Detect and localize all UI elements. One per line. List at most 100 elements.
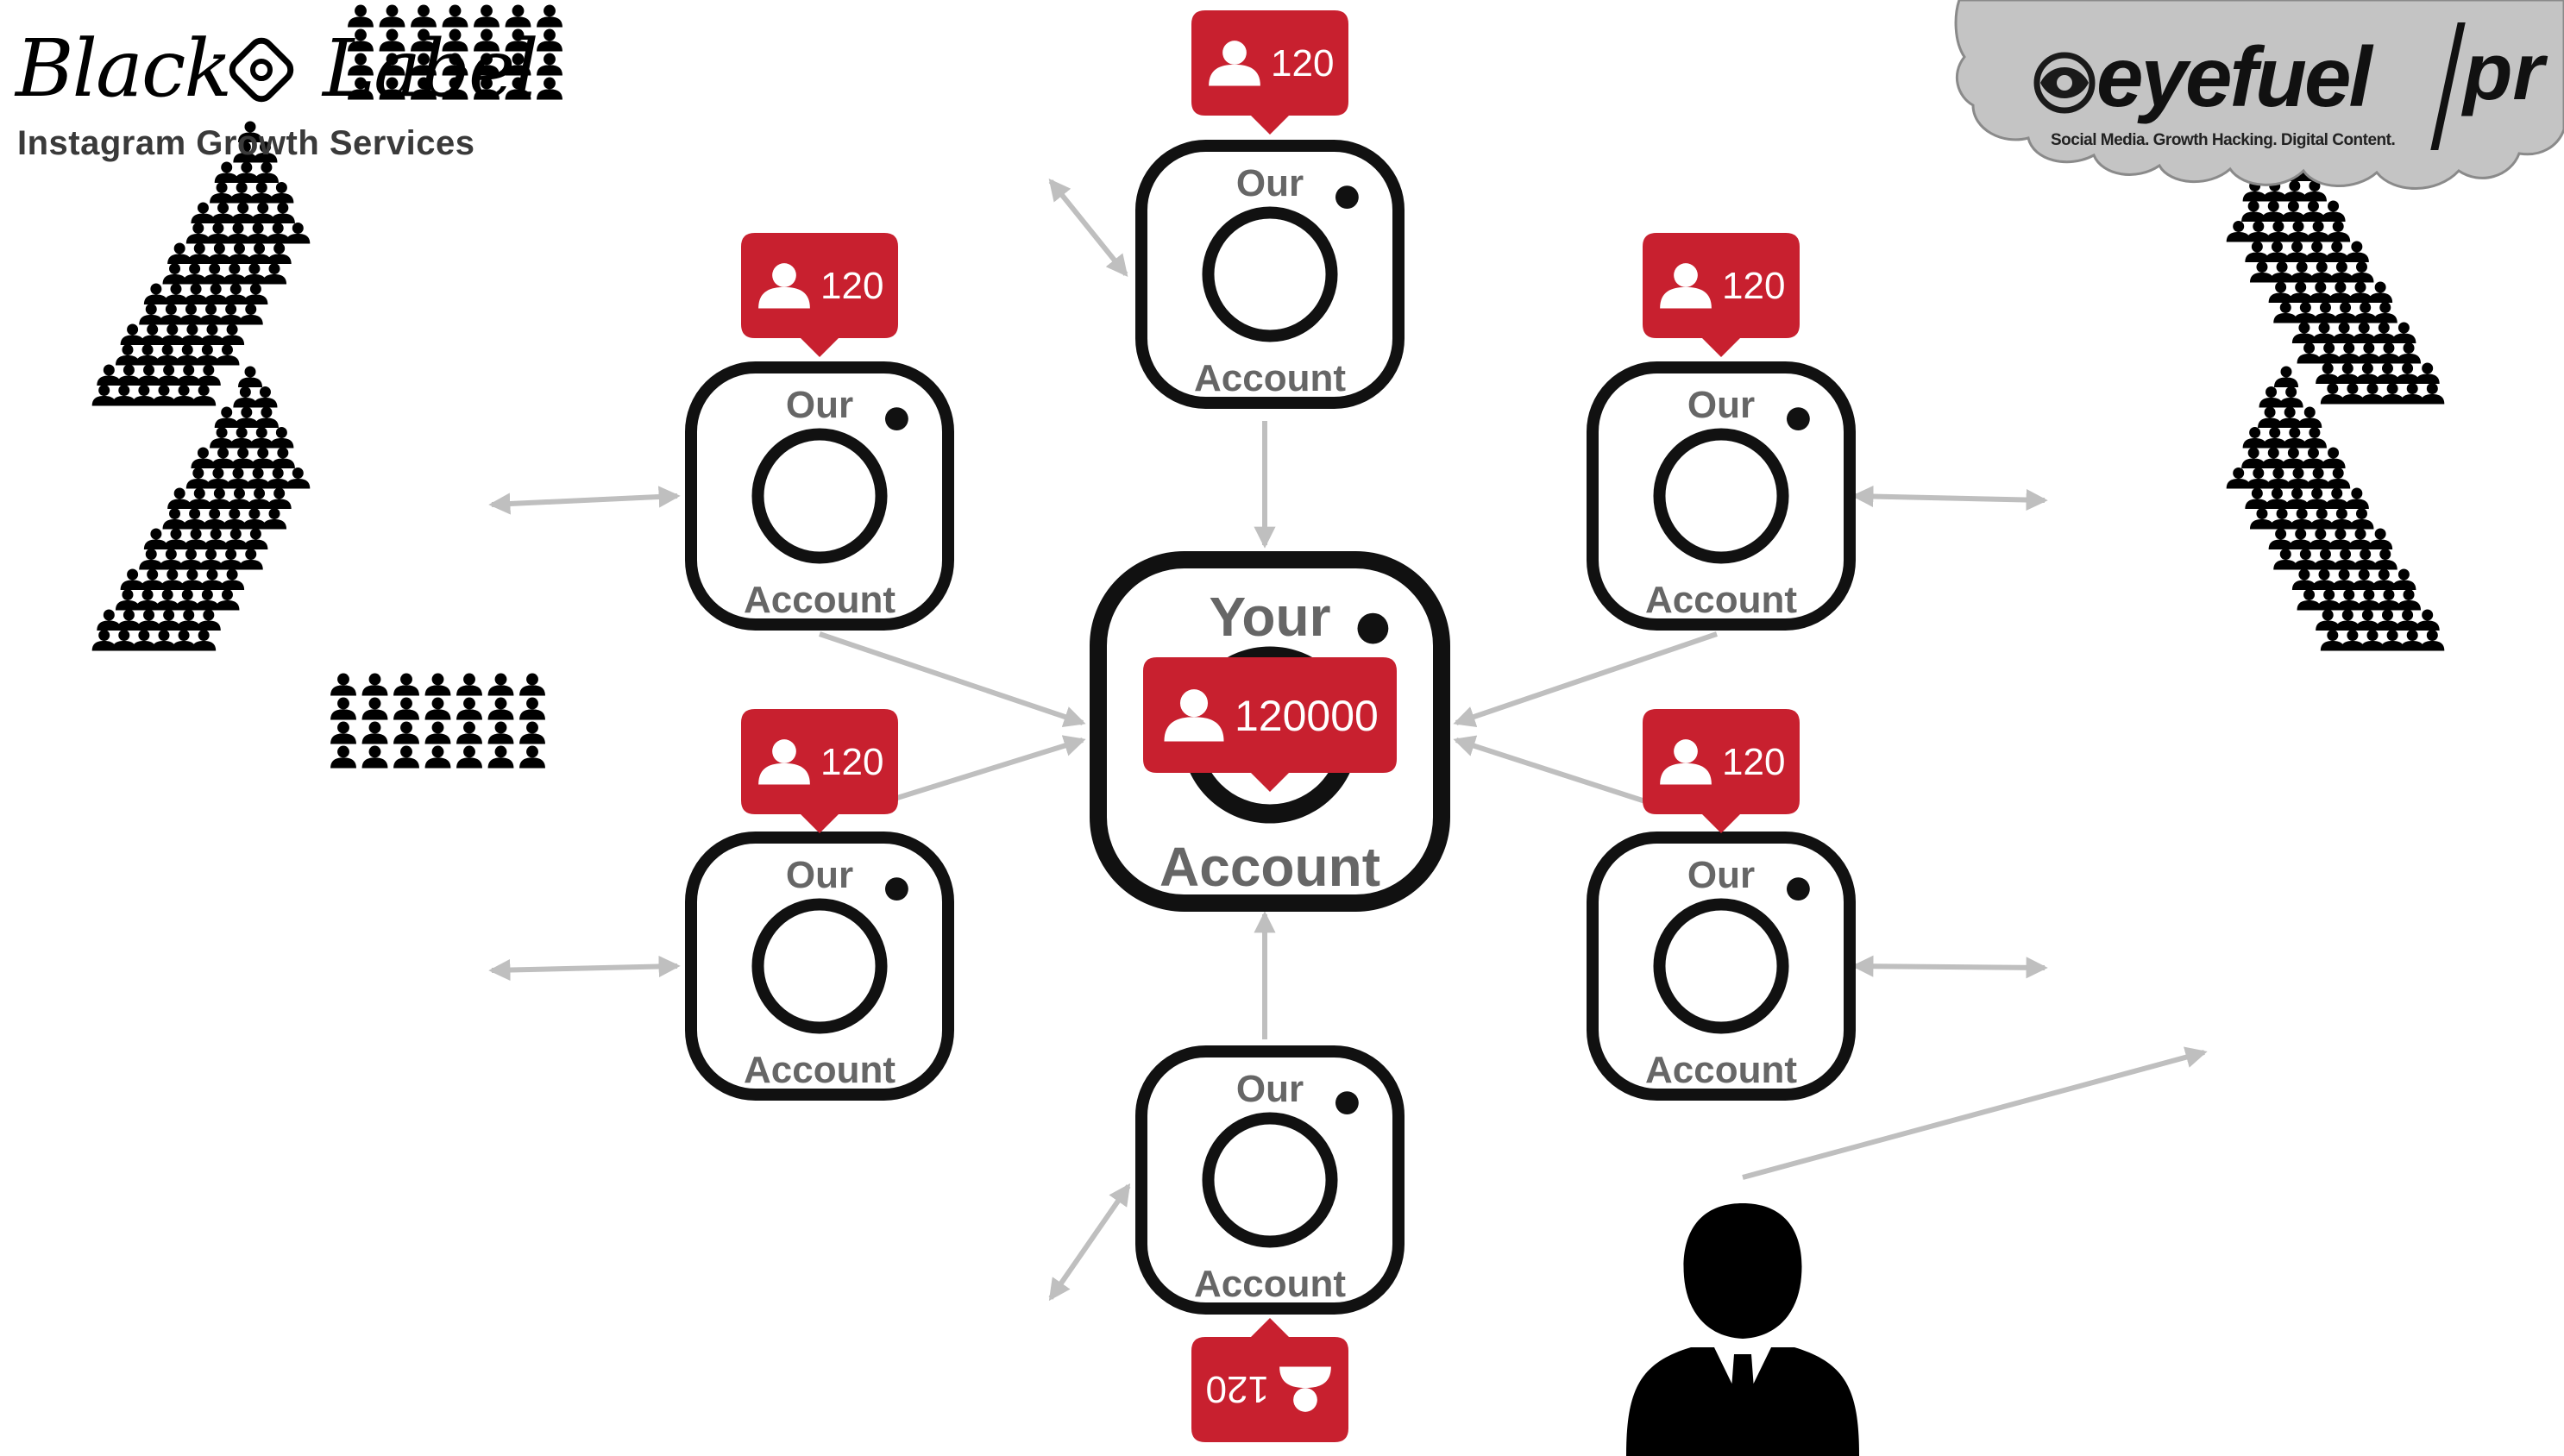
camera-lens [751,428,888,564]
people-icon [2297,589,2322,611]
people-icon [519,697,545,720]
people-icon [267,242,292,264]
people-icon [238,304,263,325]
people-icon [2291,322,2316,343]
people-icon [474,77,500,100]
node-label-top: Our [1687,854,1755,896]
people-icon [270,202,295,223]
camera-lens [1653,898,1789,1034]
people-icon [424,673,451,696]
people-icon [442,53,468,76]
people-icon [456,673,482,696]
businessman-head [1683,1203,1802,1339]
follower-count: 120 [820,265,883,307]
people-icon [348,4,374,28]
people-icon [2273,302,2298,323]
people-icon [2259,386,2284,408]
people-icon [393,673,419,696]
people-icon [238,366,262,387]
follower-count: 120 [1722,265,1785,307]
people-icon [2245,487,2270,509]
people-icon [2226,221,2251,242]
people-icon [286,223,311,244]
people-icon [487,721,514,744]
connection-arrow [896,735,1086,800]
camera-lens [1202,1112,1338,1248]
instagram-frame [1135,1045,1405,1315]
people-icon [330,673,356,696]
people-icon [505,77,531,100]
camera-lens [751,898,888,1034]
people-icon [2316,609,2341,631]
node-label-top: Our [1236,162,1304,204]
people-icon [456,745,482,769]
camera-flash-dot [1786,877,1810,901]
people-icon [238,121,262,142]
connection-arrow [1048,1183,1131,1302]
camera-flash-dot [884,877,908,901]
people-icon [519,673,545,696]
people-icon [243,528,268,549]
connection-arrow [488,486,681,515]
people-icon [487,697,514,720]
people-icon [215,344,240,366]
people-icon [262,508,287,530]
people-icon [2274,366,2298,387]
people-icon [487,673,514,696]
node-label-bottom: Account [1194,1263,1346,1305]
people-icon [537,4,562,28]
follower-count: 120 [1206,1368,1269,1410]
people-icon [330,745,356,769]
people-icon [215,589,240,611]
node-label-bottom: Account [744,1049,896,1091]
people-icon [393,721,419,744]
follower-count-badge: 120 [741,233,898,357]
people-icon [2291,568,2316,590]
people-icon [537,53,562,76]
connection-arrow [1453,631,1718,728]
node-label-bottom: Account [744,579,896,621]
follower-count-badge: 120 [1643,233,1800,357]
account-nodes: OurAccountOurAccountOurAccountOurAccount… [685,10,1856,1442]
people-icon [262,263,287,285]
camera-flash-dot [1335,1091,1359,1115]
people-icon [505,53,531,76]
people-icon [238,549,263,570]
follower-count-badge: 120 [1191,1318,1348,1442]
people-icon [253,141,278,163]
people-icon [379,53,405,76]
people-icon [519,721,545,744]
people-icon [2259,140,2284,161]
instagram-frame [685,361,954,631]
people-icon [253,386,278,408]
people-icon [2297,342,2322,364]
people-icon [348,28,374,52]
people-icon [487,745,514,769]
follower-count: 120 [820,741,883,783]
people-icon [2242,180,2267,202]
people-icon [330,721,356,744]
node-label-bottom: Account [1645,579,1797,621]
people-icon [2258,406,2283,428]
people-icon [2242,427,2267,449]
people-icon [474,28,500,52]
node-label-top: Your [1209,586,1330,648]
people-icon [411,4,437,28]
necktie [1729,1354,1756,1442]
people-icon [254,161,279,183]
instagram-frame [1587,361,1856,631]
people-icon [2258,160,2283,181]
people-icon [243,283,268,304]
connection-arrow [1851,485,2048,511]
people-icon [220,323,245,345]
people-icon [361,697,388,720]
people-icon [2274,119,2298,141]
camera-lens [1202,206,1338,342]
people-icon [505,28,531,52]
people-icon [196,364,221,386]
people-icon [537,28,562,52]
camera-flash-dot [884,407,908,431]
follower-count: 120 [1722,741,1785,783]
connection-arrows [488,179,2208,1302]
